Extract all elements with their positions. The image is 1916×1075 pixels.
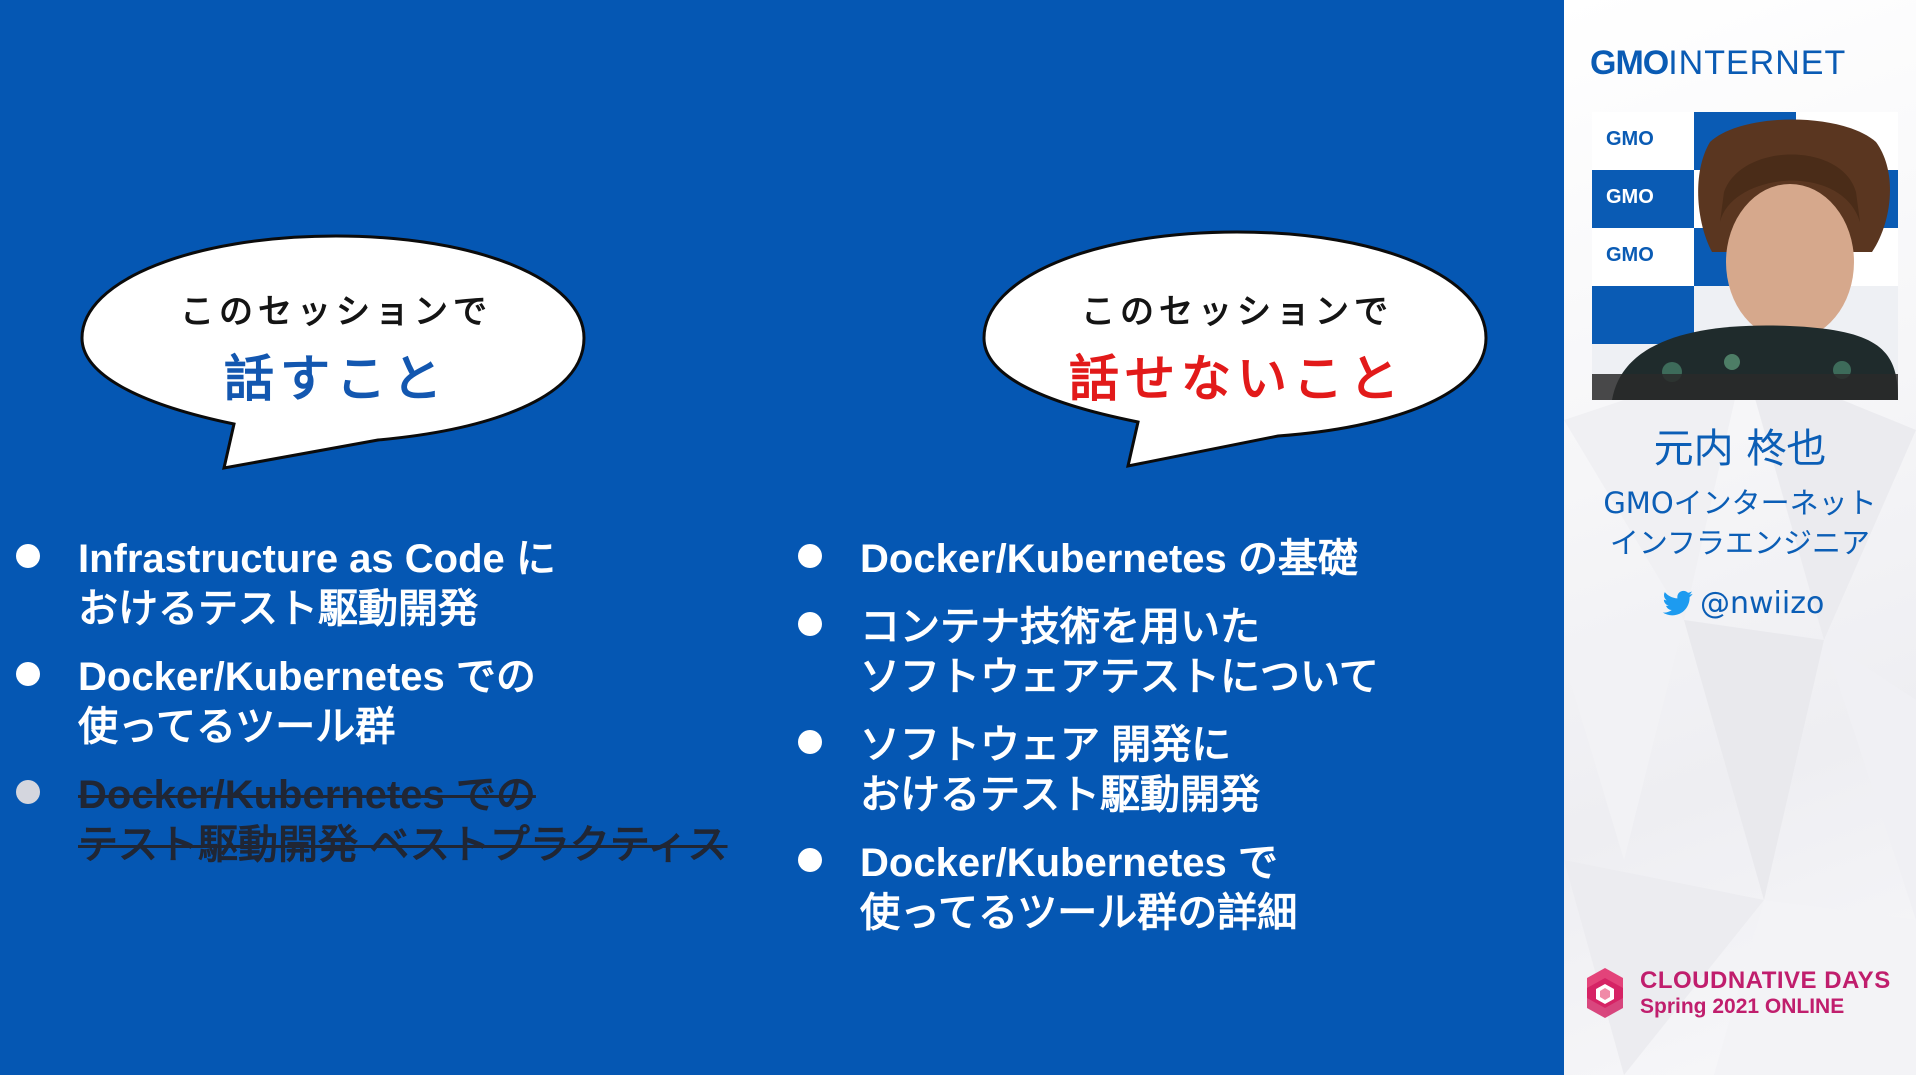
hexagon-flower-icon <box>1587 968 1623 1018</box>
list-item-line: テスト駆動開発 ベストプラクティス <box>78 823 728 867</box>
twitter-handle-text: @nwiizo <box>1700 586 1825 621</box>
cloudnative-days-logo: CLOUDNATIVE DAYS Spring 2021 ONLINE <box>1576 964 1891 1022</box>
backdrop-logo-text: GMO <box>1606 244 1654 266</box>
speaker-video: GMO GMO GMO <box>1592 112 1898 400</box>
list-item-line: コンテナ技術を用いた <box>860 605 1260 649</box>
bullet-icon <box>798 848 822 872</box>
speech-bubble-shape <box>80 234 586 470</box>
not-talk-topics-bubble: このセッションで 話せないこと <box>978 228 1496 468</box>
gmo-internet-logo: GMOINTERNET <box>1590 44 1846 83</box>
list-item-line: Docker/Kubernetes での <box>78 773 536 817</box>
not-talk-topics-list: Docker/Kubernetes の基礎 コンテナ技術を用いた ソフトウェアテ… <box>798 534 1379 956</box>
list-item-line: Infrastructure as Code に <box>78 537 556 581</box>
speaker-affiliation: GMOインターネット インフラエンジニア <box>1564 483 1916 563</box>
event-subtitle: Spring 2021 ONLINE <box>1640 995 1845 1018</box>
bullet-icon <box>798 612 822 636</box>
brand-rest-text: INTERNET <box>1668 44 1847 82</box>
talk-topics-bubble-text: このセッションで 話すこと <box>78 284 594 411</box>
list-item: Docker/Kubernetes で 使ってるツール群の詳細 <box>798 838 1379 938</box>
backdrop-logo-text: GMO <box>1606 186 1654 208</box>
speaker-name: 元内 柊也 <box>1653 426 1827 472</box>
talk-topics-bubble: このセッションで 話すこと <box>78 234 594 474</box>
bubble-caption: このセッションで <box>180 292 492 332</box>
list-item-line: おけるテスト駆動開発 <box>78 587 478 631</box>
list-item-line: Docker/Kubernetes での <box>78 655 536 699</box>
bullet-icon <box>798 544 822 568</box>
list-item-line: Docker/Kubernetes の基礎 <box>860 537 1358 581</box>
backdrop-logo-text: GMO <box>1606 128 1654 150</box>
talk-topics-list: Infrastructure as Code に おけるテスト駆動開発 Dock… <box>16 534 728 888</box>
polygon-background <box>1564 360 1916 1075</box>
speaker-video-frame <box>1592 112 1898 400</box>
twitter-bird-icon <box>1662 590 1693 615</box>
speaker-panel: GMOINTERNET GMO GMO GMO 元内 柊也 <box>1564 0 1916 1075</box>
bubble-heading: 話すこと <box>224 350 448 408</box>
event-title: CLOUDNATIVE DAYS <box>1640 967 1891 994</box>
list-item: コンテナ技術を用いた ソフトウェアテストについて <box>798 602 1379 702</box>
not-talk-topics-bubble-text: このセッションで 話せないこと <box>978 284 1496 411</box>
role-line: インフラエンジニア <box>1609 526 1871 560</box>
list-item-line: おけるテスト駆動開発 <box>860 773 1260 817</box>
list-item-line: ソフトウェアテストについて <box>860 655 1379 699</box>
twitter-handle: @nwiizo <box>1662 586 1824 621</box>
list-item: Docker/Kubernetes での 使ってるツール群 <box>16 652 728 752</box>
list-item: Infrastructure as Code に おけるテスト駆動開発 <box>16 534 728 634</box>
list-item-line: 使ってるツール群 <box>78 705 396 749</box>
bullet-icon <box>16 544 40 568</box>
brand-bold-text: GMO <box>1590 44 1669 82</box>
bullet-icon <box>16 780 40 804</box>
list-item-line: 使ってるツール群の詳細 <box>860 891 1298 935</box>
presentation-slide: このセッションで 話すこと このセッションで 話せないこと Infrastruc… <box>16 228 1496 956</box>
list-item-line: ソフトウェア 開発に <box>860 723 1232 767</box>
bullet-icon <box>16 662 40 686</box>
speech-bubble-shape <box>982 230 1488 468</box>
bullet-icon <box>798 730 822 754</box>
event-name: CLOUDNATIVE DAYS Spring 2021 ONLINE <box>1640 967 1891 1019</box>
bubble-heading: 話せないこと <box>1069 350 1405 408</box>
list-item: Docker/Kubernetes の基礎 <box>798 534 1379 584</box>
bubble-caption: このセッションで <box>1081 292 1393 332</box>
list-item-struck: Docker/Kubernetes での テスト駆動開発 ベストプラクティス <box>16 770 728 870</box>
list-item: ソフトウェア 開発に おけるテスト駆動開発 <box>798 720 1379 820</box>
list-item-line: Docker/Kubernetes で <box>860 841 1278 885</box>
company-line: GMOインターネット <box>1603 486 1877 520</box>
